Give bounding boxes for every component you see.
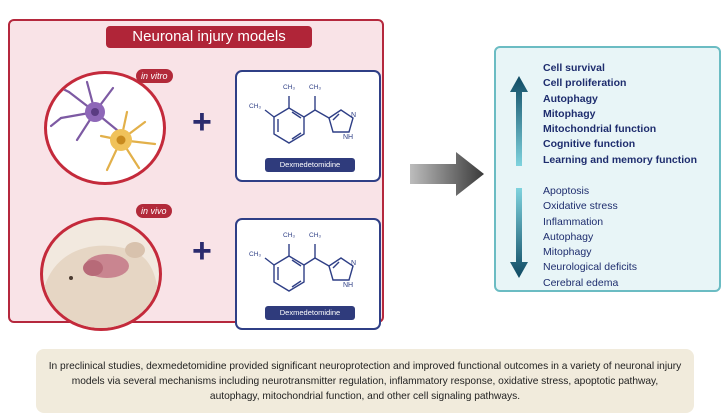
injury-models-panel: Neuronal injury models [8,19,384,331]
list-item: Apoptosis [543,185,590,197]
up-arrow-icon [510,76,528,166]
plus-sign: + [192,103,212,141]
panel-title: Neuronal injury models [106,26,312,48]
in-vitro-tag: in vitro [136,69,173,83]
list-item: Mitochondrial function [543,123,657,136]
summary-box: In preclinical studies, dexmedetomidine … [36,349,694,413]
list-item: Cognitive function [543,138,636,151]
molecule-icon [264,96,354,144]
atom-ch3: CH₃ [283,232,296,239]
list-item: Mitophagy [543,246,592,259]
dexmedetomidine-structure: CH₃ CH₃ CH₃ N NH Dexmedetomidine [235,218,381,330]
list-item: Cell survival [543,62,605,74]
list-item: Inflammation [543,215,604,228]
outcomes-box: Cell survival Cell proliferation Autopha… [494,46,721,292]
rat-brain-icon [43,242,159,328]
atom-nh: NH [343,134,354,141]
right-arrow-icon [410,152,484,196]
list-item: Learning and memory function [543,153,698,166]
in-vivo-circle [40,217,162,331]
down-arrow-icon [510,188,528,278]
atom-ch3: CH₃ [309,84,322,91]
atom-n: N [351,112,357,119]
list-item: Neurological deficits [543,261,637,274]
neurons-icon [49,80,157,172]
molecule-icon [264,244,354,292]
plus-sign: + [192,232,212,270]
list-item: Mitophagy [543,107,596,120]
list-item: Oxidative stress [543,200,618,213]
summary-text: In preclinical studies, dexmedetomidine … [48,361,682,402]
atom-ch3: CH₃ [309,232,322,239]
dexmedetomidine-structure: CH₃ CH₃ CH₃ N NH Dexmedetomidine [235,70,381,182]
list-item: Cell proliferation [543,77,627,90]
atom-n: N [351,260,357,267]
list-item: Autophagy [543,92,598,105]
molecule-label: Dexmedetomidine [265,306,355,320]
list-item: Cerebral edema [543,276,619,289]
in-vitro-circle [44,71,166,185]
molecule-label: Dexmedetomidine [265,158,355,172]
in-vivo-tag: in vivo [136,204,172,218]
atom-ch3: CH₃ [249,251,262,258]
list-item: Autophagy [543,230,594,243]
atom-nh: NH [343,282,354,289]
increased-outcomes-list: Cell survival Cell proliferation Autopha… [543,61,697,168]
atom-ch3: CH₃ [283,84,296,91]
atom-ch3: CH₃ [249,103,262,110]
decreased-outcomes-list: Apoptosis Oxidative stress Inflammation … [543,184,637,291]
